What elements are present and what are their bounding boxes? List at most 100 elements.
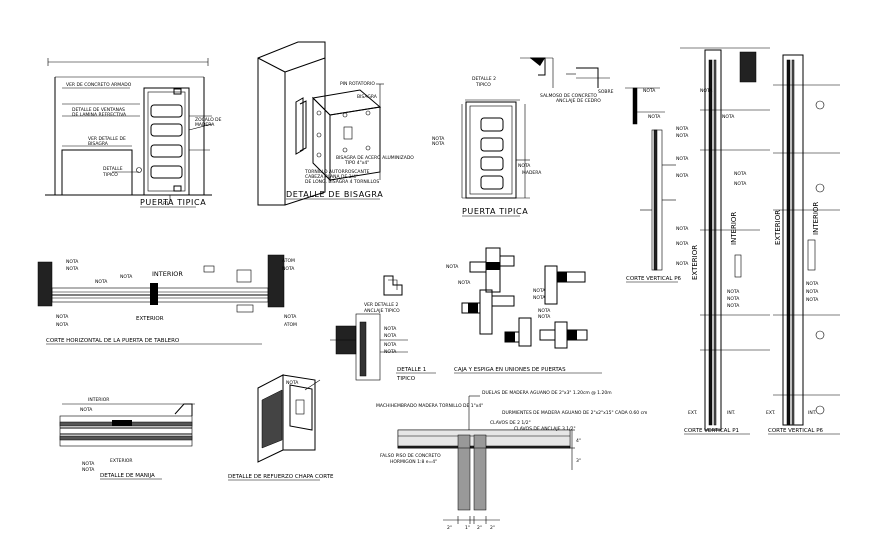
- puerta-tipica-elevation-1: VER DE CONCRETO ARMADO DETALLE DE VENTAN…: [45, 58, 222, 208]
- corte-vertical-p6: EXTERIOR INTERIOR NOTA NOTA NOTA EXT. IN…: [766, 54, 840, 435]
- caption-detalle-bisagra: DETALLE DE BISAGRA: [286, 190, 383, 199]
- svg-text:VER DETALLE 2: VER DETALLE 2: [364, 302, 399, 308]
- caption-tipico: TIPICO: [396, 376, 416, 382]
- svg-text:ANCLAJE TIPICO: ANCLAJE TIPICO: [364, 308, 400, 314]
- label-ext-p1: EXT.: [688, 410, 698, 416]
- svg-text:NOTA: NOTA: [458, 280, 471, 286]
- caption-detalle-refuerzo: DETALLE DE REFUERZO CHAPA CORTE: [228, 474, 334, 480]
- svg-text:NOTA: NOTA: [676, 133, 689, 139]
- label-int-p1: INT.: [727, 410, 735, 416]
- svg-text:NOTA: NOTA: [446, 264, 459, 270]
- svg-text:NOTA: NOTA: [282, 266, 295, 272]
- note-n7: HORMIGON 1:8 e=4": [390, 459, 437, 465]
- svg-text:PIN ROTATORIO: PIN ROTATORIO: [340, 81, 375, 87]
- label-interior-p1: INTERIOR: [730, 212, 738, 245]
- svg-text:NOTA: NOTA: [806, 297, 819, 303]
- svg-text:TIPICO: TIPICO: [102, 172, 118, 178]
- svg-text:TIPICO: TIPICO: [475, 82, 491, 88]
- svg-text:INTERIOR: INTERIOR: [88, 397, 109, 403]
- svg-text:NOTA: NOTA: [676, 126, 689, 132]
- dim-d3: 2": [477, 525, 482, 531]
- svg-text:P1: P1: [163, 201, 169, 207]
- note-n5: CLAVOS DE ANCLAJE 3 1/2": [514, 426, 576, 432]
- label-ext-p6: EXT.: [766, 410, 776, 416]
- label-int-p6: INT.: [808, 410, 816, 416]
- svg-text:NOTA: NOTA: [676, 156, 689, 162]
- svg-text:DETALLE DE VENTANAS: DETALLE DE VENTANAS: [72, 107, 125, 113]
- svg-text:ANCLAJE DE CEDRO: ANCLAJE DE CEDRO: [556, 98, 601, 104]
- svg-text:NOTA: NOTA: [676, 261, 689, 267]
- caption-detalle-de-manija: DETALLE DE MANIJA: [100, 473, 155, 479]
- svg-text:NOTA: NOTA: [538, 308, 551, 314]
- svg-text:MADERA: MADERA: [195, 122, 215, 128]
- detalle-de-manija: INTERIOR EXTERIOR NOTA NOTA NOTA DETALLE…: [59, 397, 195, 480]
- caption-corte-horizontal: CORTE HORIZONTAL DE LA PUERTA DE TABLERO: [46, 338, 180, 344]
- note-n3: DURMIENTES DE MADERA AGUANO DE 2"x2"x15"…: [502, 410, 647, 416]
- svg-text:NOTA: NOTA: [384, 333, 397, 339]
- detalle-bisagra: PIN ROTATORIO BISAGRA BISAGRA DE ACERO A…: [257, 41, 414, 206]
- dim-d4: 2": [490, 525, 495, 531]
- note-n1: DUELAS DE MADERA AGUANO DE 2"x3" 1.20cm …: [482, 390, 612, 396]
- svg-text:NOTA: NOTA: [384, 349, 397, 355]
- svg-text:NOTA: NOTA: [95, 279, 108, 285]
- dim-d5: 4": [576, 438, 581, 444]
- svg-text:DE LONG. BISAGRA 4 TORNILLOS: DE LONG. BISAGRA 4 TORNILLOS: [305, 179, 379, 185]
- svg-text:NOTA: NOTA: [734, 171, 747, 177]
- label-interior-ch: INTERIOR: [152, 270, 183, 278]
- svg-text:ATOM: ATOM: [284, 322, 297, 328]
- caption-corte-vertical-p6-small: CORTE VERTICAL P6: [626, 276, 682, 282]
- svg-text:BISAGRA DE ACERO ALUMINIZADO: BISAGRA DE ACERO ALUMINIZADO: [336, 155, 414, 161]
- svg-text:DE LAMINA REFRECTIVA: DE LAMINA REFRECTIVA: [72, 112, 127, 118]
- svg-text:TORNILLO AUTORROSCANTE: TORNILLO AUTORROSCANTE: [304, 169, 370, 175]
- svg-text:NOTA: NOTA: [66, 266, 79, 272]
- svg-text:NOTA: NOTA: [56, 322, 69, 328]
- svg-text:SALMOSO DE CONCRETO: SALMOSO DE CONCRETO: [540, 93, 597, 99]
- svg-text:EXTERIOR: EXTERIOR: [110, 458, 133, 464]
- note-n6: FALSO PISO DE CONCRETO: [380, 453, 441, 459]
- svg-text:NOTA: NOTA: [727, 289, 740, 295]
- detalle-refuerzo-chapa: NOTA DETALLE DE REFUERZO CHAPA CORTE: [228, 374, 334, 481]
- svg-text:NOTA: NOTA: [82, 467, 95, 473]
- dim-d6: 3": [576, 458, 581, 464]
- caption-corte-vertical-p1: CORTE VERTICAL P1: [684, 428, 739, 434]
- svg-text:NOTA: NOTA: [533, 288, 546, 294]
- svg-text:NOTA: NOTA: [676, 173, 689, 179]
- corte-vertical-p1: EXTERIOR INTERIOR NOTA NOTA NOTA NOTA NO…: [680, 47, 770, 435]
- caption-corte-vertical-p6: CORTE VERTICAL P6: [768, 428, 824, 434]
- svg-text:NOTA: NOTA: [643, 88, 656, 94]
- puerta-tipica-elevation-2: SALMOSO DE CONCRETO ANCLAJE DE CEDRO SOB…: [432, 57, 614, 217]
- svg-text:NOTA: NOTA: [432, 141, 445, 147]
- svg-text:NOTA: NOTA: [518, 163, 531, 169]
- floor-section-detail: DUELAS DE MADERA AGUANO DE 2"x3" 1.20cm …: [376, 390, 647, 531]
- svg-text:NOTA: NOTA: [727, 303, 740, 309]
- svg-text:NOTA: NOTA: [80, 407, 93, 413]
- svg-text:BISAGRA: BISAGRA: [357, 94, 378, 100]
- svg-text:VER DE CONCRETO ARMADO: VER DE CONCRETO ARMADO: [66, 82, 132, 88]
- caption-caja-espiga: CAJA Y ESPIGA EN UNIONES DE PUERTAS: [454, 367, 566, 373]
- svg-text:ATOM: ATOM: [282, 258, 295, 264]
- svg-text:NOTA: NOTA: [722, 114, 735, 120]
- svg-text:VER DETALLE DE: VER DETALLE DE: [88, 136, 126, 142]
- svg-text:NOTA: NOTA: [384, 326, 397, 332]
- svg-text:SOBRE: SOBRE: [598, 89, 614, 95]
- svg-text:NOTA: NOTA: [120, 274, 133, 280]
- svg-text:NOTA: NOTA: [432, 136, 445, 142]
- svg-text:NOTA: NOTA: [82, 461, 95, 467]
- caja-y-espiga-uniones: NOTA NOTA NOTA NOTA NOTA NOTA CAJA Y ESP…: [446, 247, 602, 374]
- svg-text:NOTA: NOTA: [806, 289, 819, 295]
- svg-text:NOTA: NOTA: [676, 226, 689, 232]
- dim-d2: 1": [465, 525, 470, 531]
- svg-text:NOTA: NOTA: [284, 314, 297, 320]
- svg-text:NOTA: NOTA: [538, 314, 551, 320]
- svg-text:NOTA: NOTA: [734, 181, 747, 187]
- svg-text:TIPO 4"x4": TIPO 4"x4": [344, 160, 369, 166]
- svg-text:NOTA: NOTA: [533, 295, 546, 301]
- svg-text:NOTA: NOTA: [676, 241, 689, 247]
- svg-text:NOTA: NOTA: [286, 380, 299, 386]
- dim-d1: 2": [447, 525, 452, 531]
- note-n2: MACHIHEMBRADO MADERA TORNILLO DE 1"x4": [376, 403, 483, 409]
- svg-text:NOTA: NOTA: [384, 342, 397, 348]
- label-interior-p6: INTERIOR: [812, 202, 820, 235]
- label-exterior-ch: EXTERIOR: [136, 316, 164, 322]
